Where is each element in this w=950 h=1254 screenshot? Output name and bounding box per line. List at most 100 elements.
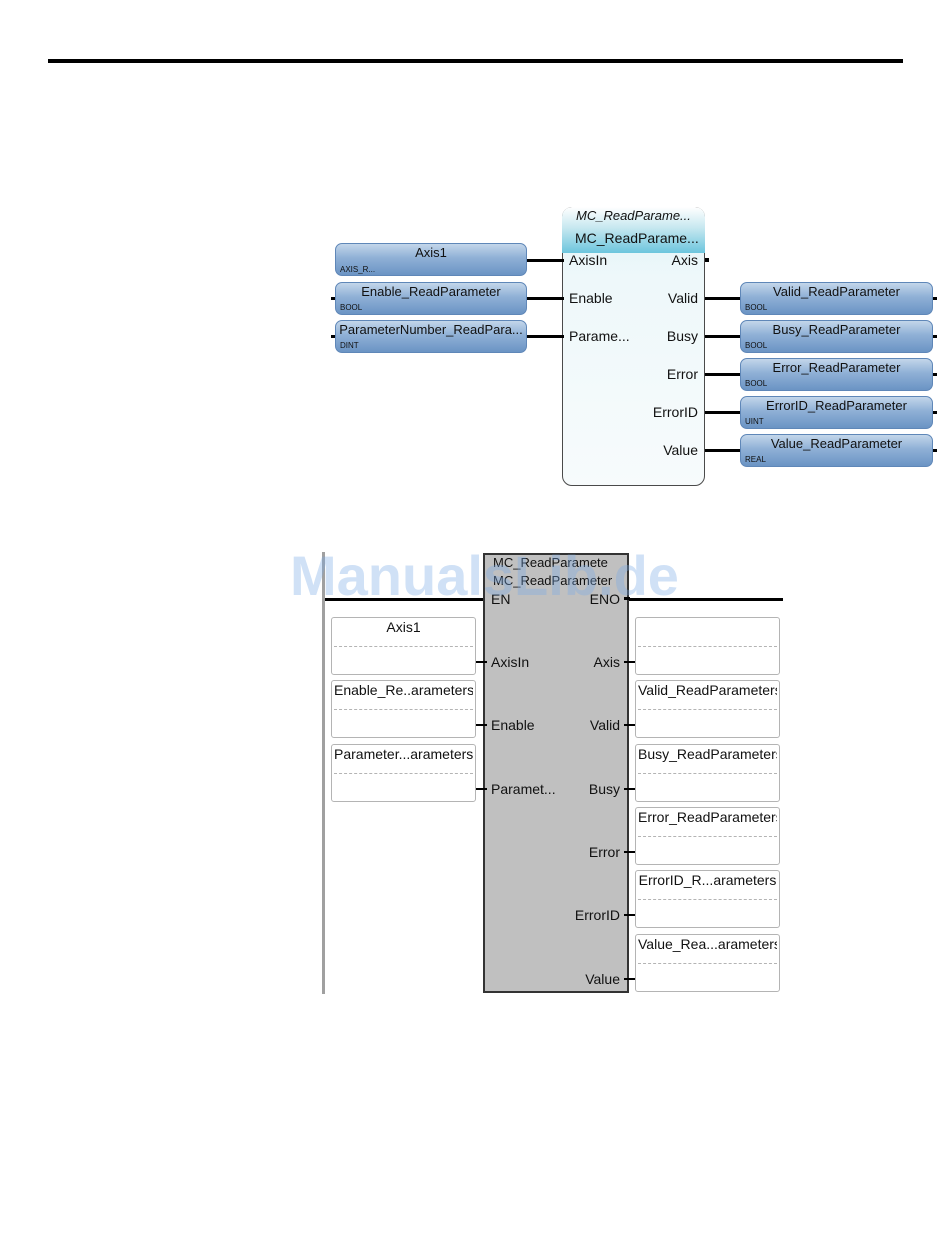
ld-var-name: Busy_ReadParameters <box>638 746 777 762</box>
ld-tick-errorid <box>624 914 636 916</box>
ld-var-name: Value_Rea...arameters <box>638 936 777 952</box>
ld-var-errorid[interactable]: ErrorID_R...arameters <box>635 870 780 928</box>
ld-var-valid[interactable]: Valid_ReadParameters <box>635 680 780 738</box>
fbd-wire-parameter <box>527 335 564 338</box>
ld-var-divider <box>334 773 473 774</box>
fbd-var-errorid[interactable]: ErrorID_ReadParameter UINT <box>740 396 933 429</box>
ld-var-error[interactable]: Error_ReadParameters <box>635 807 780 865</box>
ld-tick-eno <box>624 597 630 600</box>
ld-var-name: Error_ReadParameters <box>638 809 777 825</box>
fbd-var-type: BOOL <box>745 341 768 350</box>
ld-tick-parameter <box>474 788 487 790</box>
ld-tick-axisin <box>474 661 487 663</box>
ld-var-divider <box>638 836 777 837</box>
ld-pin-value: Value <box>585 971 620 987</box>
fbd-var-name: Enable_ReadParameter <box>361 284 501 299</box>
ld-var-divider <box>334 709 473 710</box>
fbd-var-name: ParameterNumber_ReadPara... <box>339 322 523 337</box>
ld-var-parameter[interactable]: Parameter...arameters <box>331 744 476 802</box>
ld-pin-parameter: Paramet... <box>491 781 556 797</box>
ld-left-power-rail <box>322 552 325 994</box>
ld-tick-busy <box>624 788 636 790</box>
fbd-pin-axis-out: Axis <box>671 252 698 268</box>
ld-tick-axis <box>624 661 636 663</box>
fbd-var-name: Value_ReadParameter <box>770 436 903 451</box>
fbd-wire-valid <box>705 297 740 300</box>
fbd-var-name: Axis1 <box>415 245 447 260</box>
top-rule <box>48 59 903 63</box>
ld-pin-enable: Enable <box>491 717 535 733</box>
ld-block-instance: MC_ReadParameter <box>493 573 613 588</box>
fbd-var-type: DINT <box>340 341 359 350</box>
fbd-var-name: Error_ReadParameter <box>772 360 901 375</box>
fbd-var-error[interactable]: Error_ReadParameter BOOL <box>740 358 933 391</box>
ld-pin-en: EN <box>491 591 511 607</box>
fbd-var-enable[interactable]: Enable_ReadParameter BOOL <box>335 282 527 315</box>
fbd-pin-valid: Valid <box>667 290 698 306</box>
fbd-var-type: BOOL <box>745 379 768 388</box>
fbd-block-header <box>562 207 705 253</box>
ld-var-divider <box>638 899 777 900</box>
ld-var-name: Valid_ReadParameters <box>638 682 777 698</box>
fbd-pin-error: Error <box>666 366 698 382</box>
ld-rung-out <box>629 598 783 601</box>
ld-pin-eno: ENO <box>589 591 620 607</box>
fbd-wire-busy <box>705 335 740 338</box>
ld-var-divider <box>334 646 473 647</box>
ld-var-name: ErrorID_R...arameters <box>638 872 777 888</box>
ld-var-divider <box>638 963 777 964</box>
ld-pin-axisin: AxisIn <box>491 654 530 670</box>
ld-var-axis1[interactable]: Axis1 <box>331 617 476 675</box>
fbd-var-type: BOOL <box>340 303 363 312</box>
fbd-var-type: UINT <box>745 417 764 426</box>
fbd-wire-error <box>705 373 740 376</box>
fbd-pin-dot-axis <box>705 258 709 262</box>
fbd-var-type: BOOL <box>745 303 768 312</box>
fbd-pin-busy: Busy <box>666 328 698 344</box>
fbd-var-name: ErrorID_ReadParameter <box>766 398 907 413</box>
watermark: ManualsLib.de <box>290 544 679 607</box>
ld-function-block[interactable] <box>483 553 629 993</box>
fbd-block-type: MC_ReadParame... <box>576 208 691 223</box>
ld-tick-valid <box>624 724 636 726</box>
ld-var-divider <box>638 709 777 710</box>
fbd-var-type: AXIS_R... <box>340 265 376 274</box>
ld-tick-error <box>624 851 636 853</box>
ld-var-name: Enable_Re..arameters <box>334 682 473 698</box>
fbd-pin-errorid: ErrorID <box>652 404 698 420</box>
ld-rung-in <box>325 598 485 601</box>
fbd-stub-errorid <box>933 411 937 414</box>
ld-var-busy[interactable]: Busy_ReadParameters <box>635 744 780 802</box>
ld-var-divider <box>638 646 777 647</box>
fbd-pin-axisin: AxisIn <box>569 252 608 268</box>
fbd-wire-value <box>705 449 740 452</box>
fbd-block-instance: MC_ReadParame... <box>575 230 699 246</box>
fbd-var-parameternumber[interactable]: ParameterNumber_ReadPara... DINT <box>335 320 527 353</box>
fbd-stub-parameter <box>331 335 335 338</box>
ld-var-name: Parameter...arameters <box>334 746 473 762</box>
fbd-var-name: Valid_ReadParameter <box>773 284 900 299</box>
fbd-wire-enable <box>527 297 564 300</box>
fbd-stub-busy <box>933 335 937 338</box>
ld-var-value[interactable]: Value_Rea...arameters <box>635 934 780 992</box>
fbd-stub-error <box>933 373 937 376</box>
fbd-var-valid[interactable]: Valid_ReadParameter BOOL <box>740 282 933 315</box>
fbd-var-type: REAL <box>745 455 766 464</box>
ld-var-name: Axis1 <box>386 619 421 635</box>
fbd-function-block[interactable] <box>562 207 705 486</box>
ld-tick-value <box>624 978 636 980</box>
fbd-stub-value <box>933 449 937 452</box>
fbd-pin-enable: Enable <box>569 290 613 306</box>
ld-var-enable[interactable]: Enable_Re..arameters <box>331 680 476 738</box>
ld-block-type: MC_ReadParamete <box>493 555 608 570</box>
fbd-var-name: Busy_ReadParameter <box>772 322 901 337</box>
ld-pin-axis-out: Axis <box>593 654 620 670</box>
fbd-stub-valid <box>933 297 937 300</box>
fbd-var-axis1[interactable]: Axis1 AXIS_R... <box>335 243 527 276</box>
ld-pin-error: Error <box>588 844 620 860</box>
ld-var-axis-out[interactable] <box>635 617 780 675</box>
fbd-var-busy[interactable]: Busy_ReadParameter BOOL <box>740 320 933 353</box>
fbd-var-value[interactable]: Value_ReadParameter REAL <box>740 434 933 467</box>
ld-pin-valid: Valid <box>589 717 620 733</box>
ld-block-top-border <box>483 553 629 555</box>
